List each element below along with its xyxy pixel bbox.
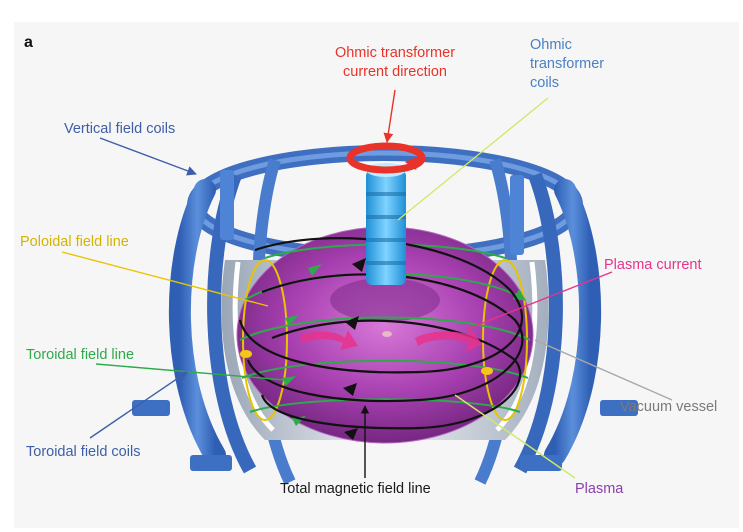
label-ohmic-direction-line2: current direction bbox=[343, 64, 447, 80]
leader-toroidal-line bbox=[95, 363, 286, 381]
label-ohmic-coils-line3: coils bbox=[530, 75, 560, 91]
label-toroidal-field-coils: Toroidal field coils bbox=[26, 444, 141, 460]
leader-ohmic-direction bbox=[383, 89, 396, 143]
label-poloidal-field-line: Poloidal field line bbox=[20, 234, 129, 250]
leader-plasma bbox=[454, 394, 576, 479]
panel-letter: a bbox=[24, 34, 33, 51]
label-vertical-field-coils: Vertical field coils bbox=[64, 121, 176, 137]
toroidal-arrowheads bbox=[282, 264, 322, 426]
label-ohmic-direction: Ohmic transformer current direction bbox=[325, 44, 465, 82]
leader-poloidal-line bbox=[61, 251, 269, 307]
ohmic-transformer-coils bbox=[366, 163, 406, 285]
label-vacuum-vessel: Vacuum vessel bbox=[620, 399, 718, 415]
field-markers bbox=[240, 331, 493, 375]
poloidal-field-line bbox=[242, 259, 528, 421]
ohmic-current-ring bbox=[346, 142, 426, 174]
label-ohmic-coils-line1: Ohmic bbox=[530, 37, 572, 53]
leader-vacuum-vessel bbox=[534, 339, 673, 401]
leader-lines bbox=[61, 89, 673, 479]
leader-vertical-coils bbox=[99, 137, 197, 176]
leader-ohmic-coils bbox=[397, 97, 549, 221]
total-field-arrowheads bbox=[343, 258, 366, 440]
label-plasma-current: Plasma current bbox=[604, 257, 702, 273]
leader-plasma-current bbox=[464, 271, 613, 331]
label-plasma: Plasma bbox=[575, 481, 624, 497]
label-total-magnetic-field-line: Total magnetic field line bbox=[280, 481, 431, 497]
label-ohmic-direction-line1: Ohmic transformer bbox=[334, 45, 456, 61]
label-toroidal-field-line: Toroidal field line bbox=[26, 347, 135, 363]
plasma-current-arrows bbox=[300, 328, 482, 352]
label-ohmic-coils: Ohmic transformer coils bbox=[530, 36, 604, 93]
leader-toroidal-coils bbox=[89, 371, 188, 439]
label-ohmic-coils-line2: transformer bbox=[530, 56, 605, 72]
